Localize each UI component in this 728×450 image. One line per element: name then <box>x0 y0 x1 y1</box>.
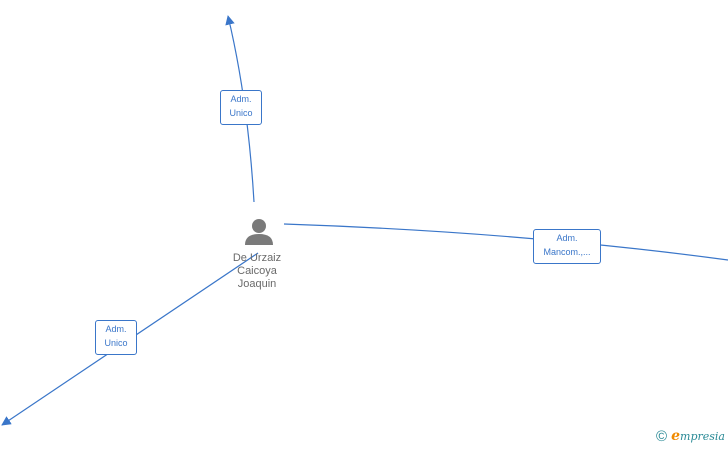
edge-label-top-line-1: Adm. <box>230 94 252 104</box>
edge-label-right[interactable]: Adm. Mancom.,... <box>533 229 601 264</box>
brand-logo[interactable]: empresia <box>671 428 725 444</box>
footer-brand: © empresia <box>656 428 725 444</box>
person-icon[interactable] <box>245 219 273 245</box>
person-name-label[interactable]: De Urzaiz Caicoya Joaquin <box>214 252 300 291</box>
person-name-line-1: De Urzaiz <box>232 252 282 264</box>
edge-label-top[interactable]: Adm. Unico <box>220 90 262 125</box>
brand-logo-text: mpresia <box>680 430 725 443</box>
edge-label-top-line-2: Unico <box>229 108 253 118</box>
edge-label-right-line-1: Adm. <box>556 233 578 243</box>
edge-label-right-line-2: Mancom.,... <box>543 247 591 257</box>
person-name-line-3: Joaquin <box>237 278 277 290</box>
edge-label-bottom-left-line-1: Adm. <box>105 324 127 334</box>
copyright-icon: © <box>656 427 668 445</box>
person-name-line-2: Caicoya <box>237 265 277 277</box>
brand-logo-initial: e <box>671 428 681 444</box>
edge-label-bottom-left[interactable]: Adm. Unico <box>95 320 137 355</box>
edge-line-right <box>283 223 728 261</box>
edge-label-bottom-left-line-2: Unico <box>104 338 128 348</box>
